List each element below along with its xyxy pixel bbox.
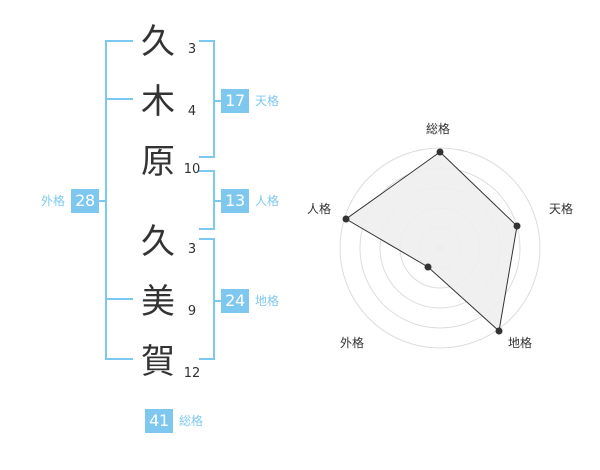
tenkaku-bracket-connector [213, 100, 221, 102]
stroke-count-surname-3: 10 [183, 162, 201, 177]
radar-label-chikaku: 地格 [508, 336, 533, 350]
divider-line [105, 298, 133, 300]
tenkaku-label: 天格 [255, 94, 280, 108]
outer-bracket-connector [99, 200, 107, 202]
tenkaku-bracket-stem [213, 40, 215, 158]
chikaku-bracket-bottom [199, 358, 215, 360]
radar-label-soukaku: 総格 [426, 122, 451, 136]
jinkaku-badge: 13 人格 [221, 189, 279, 213]
chikaku-bracket-stem [213, 238, 215, 360]
jinkaku-bracket-bottom [199, 228, 215, 230]
radar-label-jinkaku: 人格 [307, 202, 332, 216]
radar-label-tenkaku: 天格 [549, 202, 574, 216]
surname-char-3: 原 [141, 142, 175, 182]
stroke-count-given-1: 3 [187, 242, 197, 257]
soukaku-badge: 41 総格 [145, 409, 203, 433]
radar-label-gaikaku: 外格 [340, 336, 365, 350]
jinkaku-bracket-connector [213, 200, 221, 202]
chikaku-label: 地格 [255, 294, 280, 308]
radar-point-gaikaku [424, 263, 432, 271]
radar-point-soukaku [436, 148, 444, 156]
given-name-char-3: 賀 [141, 342, 175, 382]
radar-point-chikaku [495, 327, 503, 335]
chikaku-badge: 24 地格 [221, 289, 279, 313]
stroke-count-given-3: 12 [183, 366, 201, 381]
given-name-char-2: 美 [141, 282, 175, 322]
chikaku-score: 24 [221, 289, 249, 313]
divider-line [105, 98, 133, 100]
soukaku-score: 41 [145, 409, 173, 433]
gaikaku-label: 外格 [41, 194, 66, 208]
radar-ring [339, 147, 541, 349]
chikaku-bracket-top [199, 238, 215, 240]
jinkaku-label: 人格 [255, 194, 280, 208]
stroke-count-surname-1: 3 [187, 42, 197, 57]
radar-chart-svg [339, 147, 541, 349]
stroke-count-given-2: 9 [187, 304, 197, 319]
surname-char-1: 久 [141, 22, 175, 62]
tenkaku-bracket-bottom [199, 156, 215, 158]
gaikaku-badge: 28 外格 [41, 189, 100, 213]
radar-chart: 総格 天格 地格 外格 人格 [300, 110, 590, 380]
tenkaku-score: 17 [221, 89, 249, 113]
tenkaku-badge: 17 天格 [221, 89, 279, 113]
soukaku-label: 総格 [179, 414, 204, 428]
chikaku-bracket-connector [213, 300, 221, 302]
outer-bracket-bottom [105, 358, 133, 360]
radar-point-tenkaku [513, 222, 521, 230]
jinkaku-score: 13 [221, 189, 249, 213]
tenkaku-bracket-top [199, 40, 215, 42]
jinkaku-bracket-top [199, 170, 215, 172]
gaikaku-score: 28 [71, 189, 100, 213]
stroke-count-surname-2: 4 [187, 104, 197, 119]
outer-bracket-top [105, 40, 133, 42]
radar-data-shape [345, 151, 518, 332]
radar-point-jinkaku [342, 215, 350, 223]
given-name-char-1: 久 [141, 222, 175, 262]
surname-char-2: 木 [141, 82, 175, 122]
